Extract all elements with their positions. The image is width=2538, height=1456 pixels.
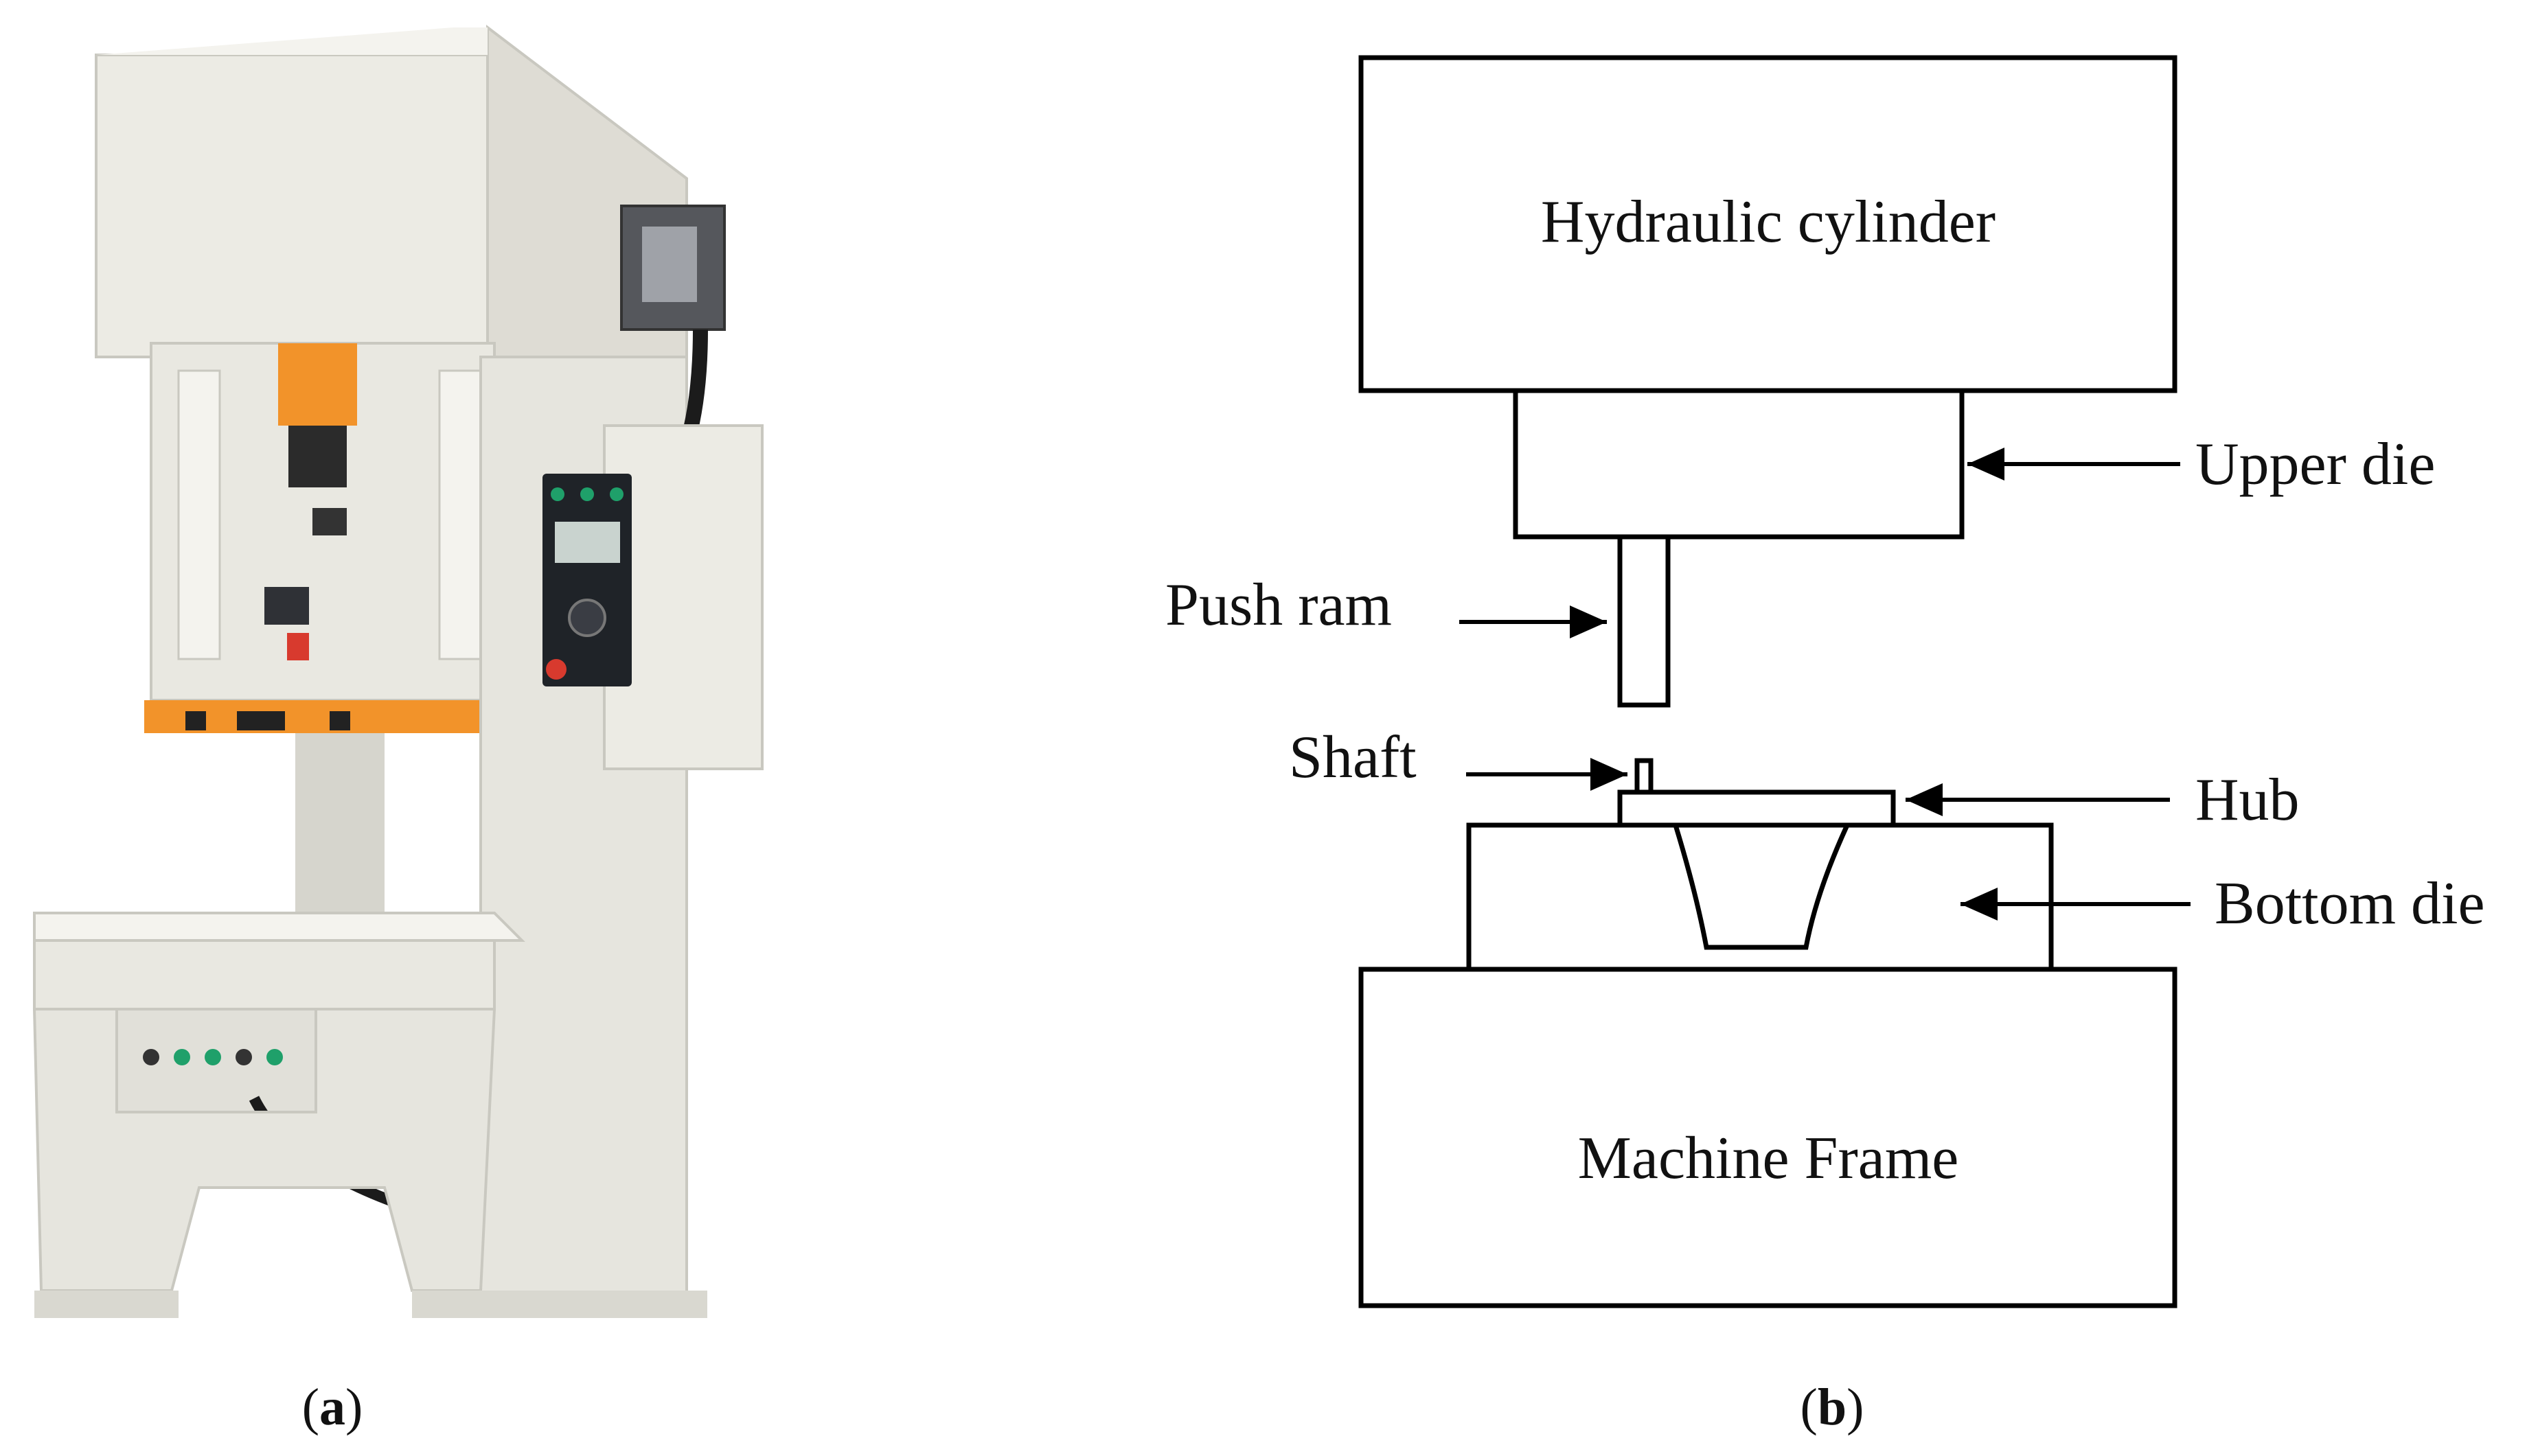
push-ram-label: Push ram [1165,572,1392,638]
bolster-slot-2 [237,711,285,730]
slide-gauge [264,587,309,625]
indicator-green-3 [610,487,624,501]
button-row-3 [205,1049,221,1065]
button-row-2 [174,1049,190,1065]
press-crown [95,54,489,358]
press-crown-top [96,27,488,55]
machine-frame-box [1358,967,2177,1308]
bottom-die-cavity [1673,824,1850,950]
bolster-slot-1 [185,711,206,730]
bottom-die-label: Bottom die [2215,870,2485,937]
press-schematic [1358,55,2177,1308]
callout-arrows [1459,448,2191,921]
press-machine-illustration [32,24,764,1318]
panel-b-caption: (b) [1800,1378,1864,1436]
indicator-green-1 [551,487,564,501]
base-foot-left [34,1291,179,1318]
bolster-table-top [33,912,525,942]
control-box-small-face [642,227,697,302]
button-row-4 [236,1049,252,1065]
control-panel [542,474,632,686]
base-foot-right [412,1291,707,1318]
bolster-slot-3 [330,711,350,730]
push-ram-rod [1617,534,1671,708]
button-row-5 [266,1049,283,1065]
upper-die-box [1513,388,1965,540]
upper-die-label: Upper die [2195,431,2435,498]
ram-guide-left [177,369,221,660]
machine-frame-label: Machine Frame [1578,1125,1959,1192]
button-row-1 [143,1049,159,1065]
orange-ram-block [278,343,357,426]
shaft-pin [1634,758,1654,795]
slide-gauge-red [287,633,309,660]
shaft-label: Shaft [1289,724,1417,791]
rotary-knob [568,599,606,637]
hub-plate [1617,789,1896,828]
panel-a-caption: (a) [302,1378,363,1436]
bolster-table [33,939,496,1010]
hub-label: Hub [2195,767,2300,833]
die-height-indicator [312,508,347,535]
emergency-stop [546,659,567,680]
ram-guide-right [438,369,482,660]
ram-cylinder [288,426,347,487]
control-panel-screen [555,522,620,563]
press-column [295,733,385,918]
indicator-green-2 [580,487,594,501]
hydraulic-cylinder-label: Hydraulic cylinder [1541,189,1996,255]
